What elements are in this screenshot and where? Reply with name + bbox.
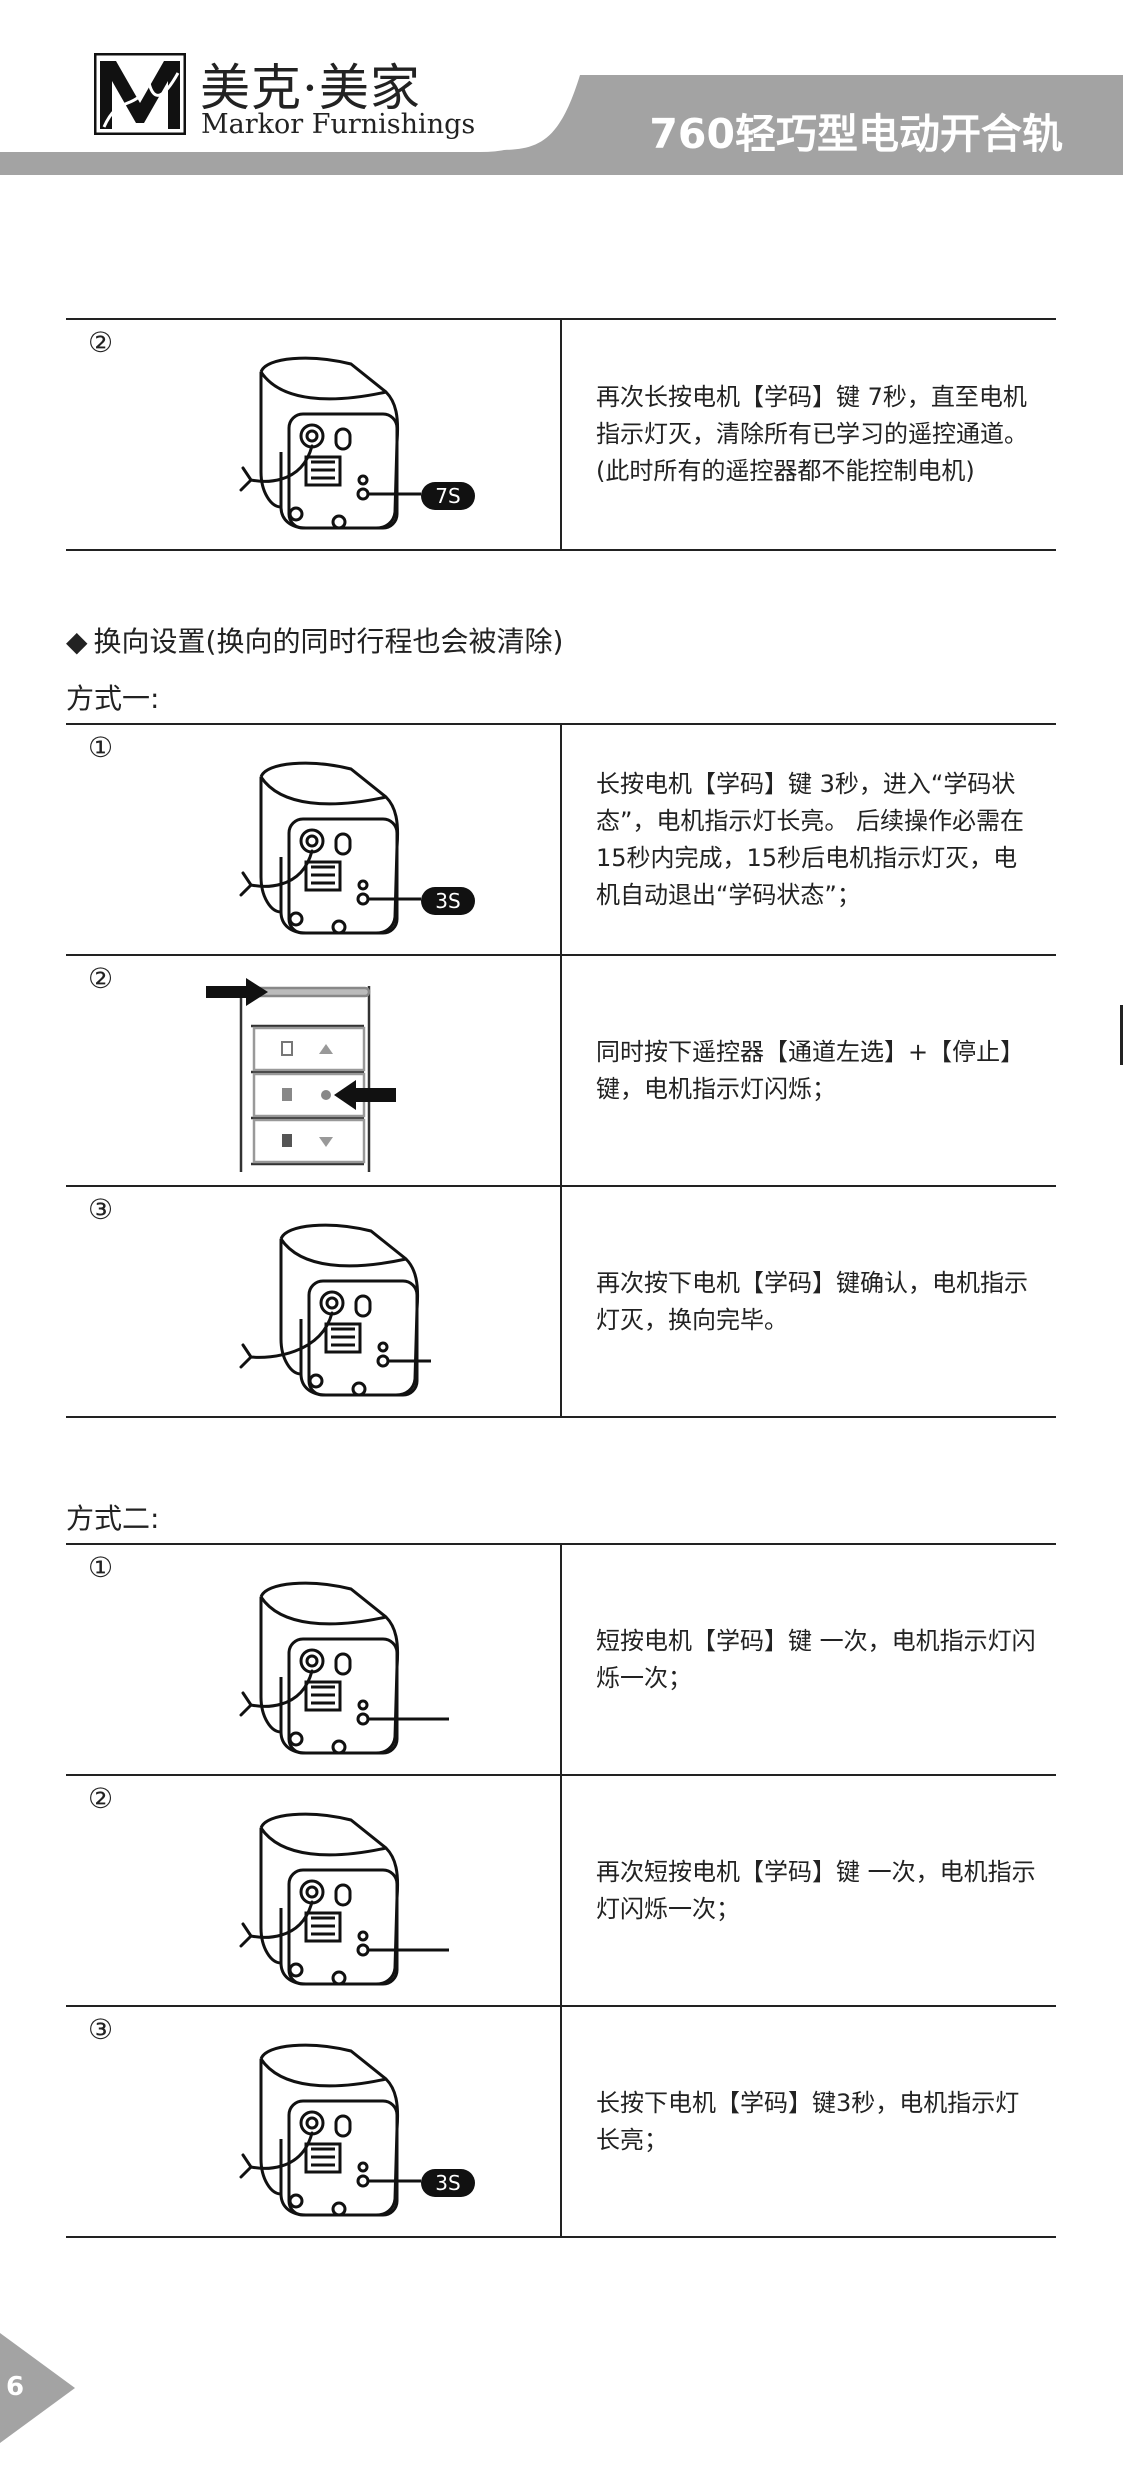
motor-illustration: 3S	[239, 2043, 475, 2217]
hold-seconds-badge: 3S	[435, 2171, 460, 2195]
hold-seconds-badge: 3S	[435, 889, 460, 913]
illustration-cell: ③ 3S	[66, 2007, 562, 2236]
illustration-cell: ①	[66, 1545, 562, 1774]
illustration-cell: ① 3S	[66, 725, 562, 954]
step-number: ①	[88, 731, 114, 764]
page-number-marker	[0, 2333, 75, 2443]
motor-illustration	[239, 1812, 449, 1986]
table-row: ② 7S	[66, 320, 1056, 551]
step-number: ①	[88, 1551, 114, 1584]
step-number: ②	[88, 962, 114, 995]
instruction-text: 长按下电机【学码】键3秒，电机指示灯长亮；	[596, 2088, 1020, 2154]
clear-channels-table: ② 7S	[66, 318, 1056, 551]
step-number: ②	[88, 326, 114, 359]
remote-control-illustration	[206, 978, 396, 1172]
instruction-cell: 再次长按电机【学码】键 7秒，直至电机指示灯灭，清除所有已学习的遥控通道。(此时…	[596, 320, 1036, 549]
instruction-cell: 再次按下电机【学码】键确认，电机指示灯灭，换向完毕。	[596, 1187, 1036, 1416]
illustration-cell: ③	[66, 1187, 562, 1416]
motor-illustration: 3S	[239, 761, 475, 935]
instruction-cell: 长按电机【学码】键 3秒，进入“学码状态”，电机指示灯长亮。 后续操作必需在15…	[596, 725, 1036, 954]
step-number: ③	[88, 1193, 114, 1226]
instruction-cell: 长按下电机【学码】键3秒，电机指示灯长亮；	[596, 2007, 1036, 2236]
method-two-table: ① 短按电机【学码】键 一次，电机指示灯	[66, 1543, 1056, 2238]
table-row: ③ 3S	[66, 2007, 1056, 2238]
motor-illustration: 7S	[239, 356, 475, 530]
motor-illustration	[239, 1581, 449, 1755]
illustration-cell: ②	[66, 956, 562, 1185]
motor-illustration	[239, 1223, 431, 1397]
table-row: ② 同时按下遥控器【通道左选	[66, 956, 1056, 1187]
step-number: ②	[88, 1782, 114, 1815]
brand-name-cn: 美克·美家	[200, 59, 421, 117]
instruction-cell: 同时按下遥控器【通道左选】+【停止】键，电机指示灯闪烁；	[596, 956, 1036, 1185]
illustration-cell: ② 7S	[66, 320, 562, 549]
reverse-setting-heading: ◆换向设置(换向的同时行程也会被清除)	[66, 625, 564, 658]
title-band	[0, 74, 1123, 175]
instruction-text: 长按电机【学码】键 3秒，进入“学码状态”，电机指示灯长亮。 后续操作必需在15…	[596, 769, 1025, 909]
instruction-text: 短按电机【学码】键 一次，电机指示灯闪烁一次；	[596, 1626, 1036, 1692]
brand-name-en: Markor Furnishings	[201, 109, 476, 140]
illustration-cell: ②	[66, 1776, 562, 2005]
logo-icon	[94, 53, 186, 135]
page-header: 美克·美家 Markor Furnishings 760轻巧型电动开合轨	[0, 0, 1123, 175]
page-number: 6	[6, 2372, 25, 2402]
instruction-text: 同时按下遥控器【通道左选】+【停止】键，电机指示灯闪烁；	[596, 1037, 1025, 1103]
method-one-heading: 方式一:	[66, 682, 160, 715]
instruction-cell: 再次短按电机【学码】键 一次，电机指示灯闪烁一次；	[596, 1776, 1036, 2005]
method-one-table: ① 3S	[66, 723, 1056, 1418]
table-row: ① 3S	[66, 725, 1056, 956]
instruction-text: 再次长按电机【学码】键 7秒，直至电机指示灯灭，清除所有已学习的遥控通道。(此时…	[596, 383, 1028, 485]
hold-seconds-badge: 7S	[435, 484, 460, 508]
document-title: 760轻巧型电动开合轨	[649, 110, 1063, 158]
instruction-cell: 短按电机【学码】键 一次，电机指示灯闪烁一次；	[596, 1545, 1036, 1774]
table-row: ② 再次短按电机【学码】键 一次，电机指	[66, 1776, 1056, 2007]
table-row: ③ 再次按下电机【学码】键确认，电机指示	[66, 1187, 1056, 1418]
instruction-text: 再次短按电机【学码】键 一次，电机指示灯闪烁一次；	[596, 1857, 1036, 1923]
instruction-text: 再次按下电机【学码】键确认，电机指示灯灭，换向完毕。	[596, 1268, 1028, 1334]
step-number: ③	[88, 2013, 114, 2046]
method-two-heading: 方式二:	[66, 1502, 160, 1535]
diamond-bullet-icon: ◆	[66, 625, 88, 658]
table-row: ① 短按电机【学码】键 一次，电机指示灯	[66, 1545, 1056, 1776]
page-edge-mark	[1120, 1005, 1123, 1065]
